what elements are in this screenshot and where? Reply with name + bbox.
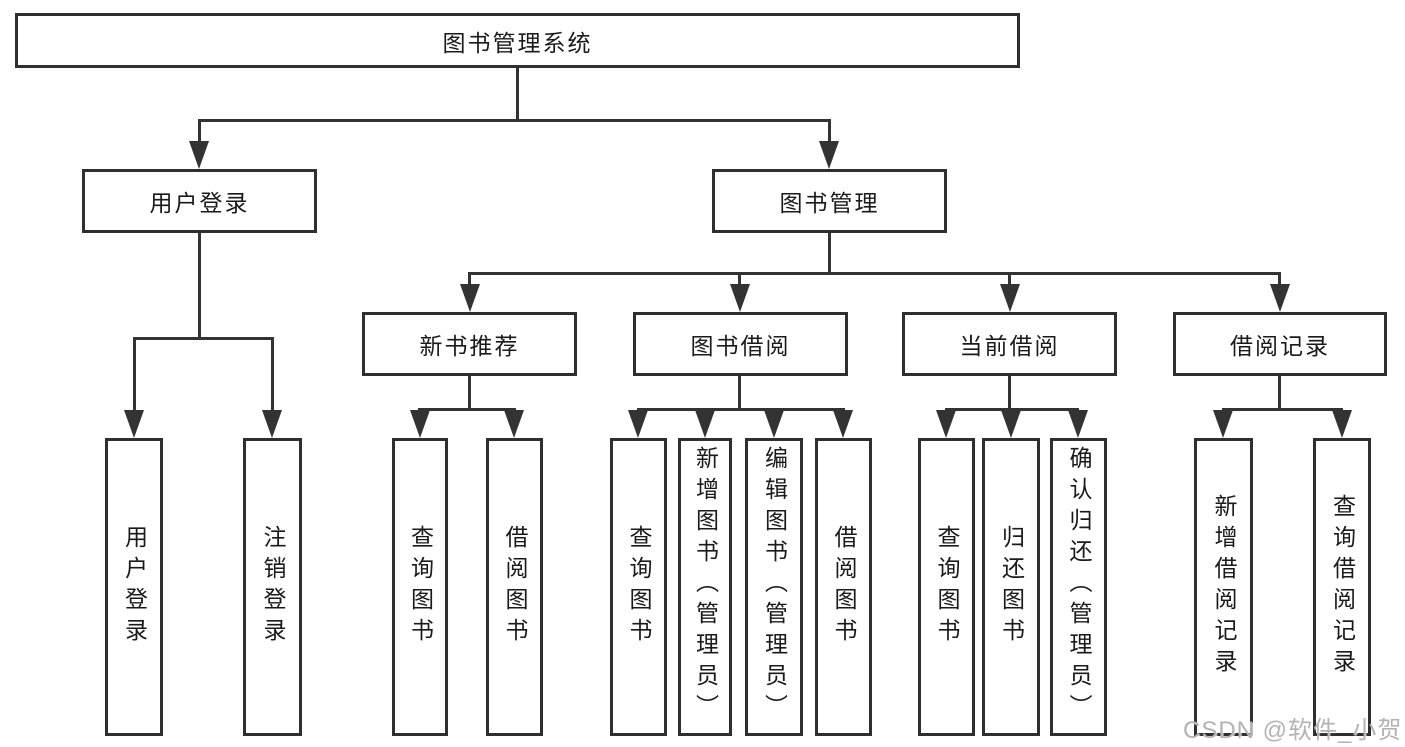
arrow-down-icon bbox=[1332, 410, 1352, 438]
connector bbox=[516, 68, 519, 119]
connector bbox=[738, 272, 741, 288]
connector bbox=[1222, 408, 1343, 411]
arrow-down-icon bbox=[764, 410, 784, 438]
connector bbox=[133, 337, 136, 412]
connector bbox=[637, 408, 845, 411]
arrow-down-icon bbox=[189, 141, 209, 169]
connector bbox=[468, 376, 471, 408]
connector bbox=[738, 376, 741, 408]
connector bbox=[418, 408, 516, 411]
connector bbox=[271, 337, 274, 412]
leaf-add-book-admin: 新增图书（管理员） bbox=[678, 438, 732, 736]
arrow-down-icon bbox=[504, 410, 524, 438]
leaf-add-borrow-record: 新增借阅记录 bbox=[1194, 438, 1253, 736]
leaf-borrow-books: 借阅图书 bbox=[815, 438, 872, 736]
connector bbox=[198, 233, 201, 337]
arrow-down-icon bbox=[124, 410, 144, 438]
connector bbox=[945, 408, 1079, 411]
arrow-down-icon bbox=[695, 410, 715, 438]
connector bbox=[470, 272, 1281, 275]
arrow-down-icon bbox=[1270, 284, 1290, 312]
node-user-login: 用户登录 bbox=[82, 169, 317, 233]
connector bbox=[198, 119, 831, 122]
node-new-book-recommend: 新书推荐 bbox=[362, 312, 577, 376]
node-borrow-records: 借阅记录 bbox=[1173, 312, 1387, 376]
node-library-system: 图书管理系统 bbox=[15, 13, 1020, 68]
arrow-down-icon bbox=[1068, 410, 1088, 438]
connector bbox=[468, 272, 471, 288]
leaf-query-books-borrow: 查询图书 bbox=[610, 438, 667, 736]
arrow-down-icon bbox=[460, 284, 480, 312]
connector bbox=[1008, 376, 1011, 408]
arrow-down-icon bbox=[730, 284, 750, 312]
connector bbox=[828, 233, 831, 274]
leaf-query-books-recommend: 查询图书 bbox=[392, 438, 448, 736]
arrow-down-icon bbox=[936, 410, 956, 438]
node-book-borrow: 图书借阅 bbox=[633, 312, 848, 376]
arrow-down-icon bbox=[819, 141, 839, 169]
arrow-down-icon bbox=[1001, 410, 1021, 438]
connector bbox=[198, 119, 201, 147]
connector bbox=[1278, 376, 1281, 408]
arrow-down-icon bbox=[1000, 284, 1020, 312]
connector bbox=[828, 119, 831, 147]
arrow-down-icon bbox=[833, 410, 853, 438]
leaf-logout: 注销登录 bbox=[243, 438, 302, 736]
connector bbox=[1278, 272, 1281, 288]
leaf-user-login: 用户登录 bbox=[105, 438, 163, 736]
connector bbox=[133, 337, 274, 340]
leaf-borrow-books-recommend: 借阅图书 bbox=[486, 438, 543, 736]
node-current-borrow: 当前借阅 bbox=[902, 312, 1117, 376]
leaf-query-borrow-record: 查询借阅记录 bbox=[1313, 438, 1371, 736]
arrow-down-icon bbox=[410, 410, 430, 438]
node-book-management: 图书管理 bbox=[712, 169, 947, 233]
leaf-confirm-return-admin: 确认归还（管理员） bbox=[1050, 438, 1107, 736]
arrow-down-icon bbox=[262, 410, 282, 438]
watermark: CSDN @软件_小贺同学 bbox=[1183, 717, 1403, 744]
leaf-query-books-current: 查询图书 bbox=[918, 438, 975, 736]
arrow-down-icon bbox=[1213, 410, 1233, 438]
arrow-down-icon bbox=[628, 410, 648, 438]
leaf-edit-book-admin: 编辑图书（管理员） bbox=[745, 438, 803, 736]
connector bbox=[1008, 272, 1011, 288]
leaf-return-books: 归还图书 bbox=[982, 438, 1040, 736]
